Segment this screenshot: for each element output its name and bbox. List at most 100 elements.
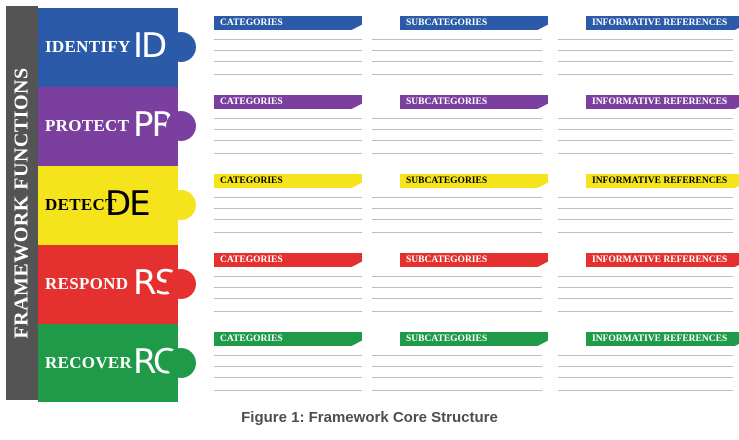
entry-line [372,129,542,130]
column-header-tab: SUBCATEGORIES [400,174,548,188]
function-panel-recover: CATEGORIES SUBCATEGORIES INFORMATIVE REFER… [178,324,739,402]
column-header-tab: CATEGORIES [214,95,362,109]
entry-line [558,39,733,40]
entry-line [558,61,733,62]
column-header-tab: INFORMATIVE REFERENCES [586,174,739,188]
entry-line [372,377,542,378]
entry-line [372,311,542,312]
entry-line [214,390,362,391]
entry-line [372,232,542,233]
entry-line [372,219,542,220]
function-name: IDENTIFY [45,37,131,56]
entry-line [214,129,362,130]
column-header-tab: SUBCATEGORIES [400,16,548,30]
function-panel-identify: CATEGORIES SUBCATEGORIES INFORMATIVE REFER… [178,8,739,86]
entry-line [214,197,362,198]
functions-side-label: FRAMEWORK FUNCTIONS [10,67,33,339]
entry-line [372,197,542,198]
column-header-tab: SUBCATEGORIES [400,253,548,267]
entry-line [372,298,542,299]
entry-line [372,276,542,277]
entry-line [558,276,733,277]
function-panel-protect: CATEGORIES SUBCATEGORIES INFORMATIVE REFER… [178,87,739,165]
function-panel-respond: CATEGORIES SUBCATEGORIES INFORMATIVE REFER… [178,245,739,323]
entry-line [558,50,733,51]
entry-line [558,74,733,75]
column-header-tab: INFORMATIVE REFERENCES [586,253,739,267]
function-name: PROTECT [45,116,130,135]
puzzle-connector-icon [166,269,196,299]
entry-line [372,61,542,62]
function-name: RESPOND [45,274,129,293]
entry-line [372,390,542,391]
entry-line [558,355,733,356]
entry-line [214,61,362,62]
entry-line [558,197,733,198]
entry-line [372,208,542,209]
puzzle-connector-icon [166,348,196,378]
entry-line [558,118,733,119]
entry-line [558,153,733,154]
entry-line [214,118,362,119]
entry-line [214,232,362,233]
entry-line [558,140,733,141]
column-header-tab: INFORMATIVE REFERENCES [586,332,739,346]
entry-line [214,219,362,220]
entry-line [214,377,362,378]
entry-line [558,311,733,312]
function-name: RECOVER [45,353,133,372]
entry-line [214,208,362,209]
entry-line [558,232,733,233]
entry-line [214,311,362,312]
entry-line [214,153,362,154]
column-header-tab: CATEGORIES [214,16,362,30]
entry-line [558,298,733,299]
column-header-tab: SUBCATEGORIES [400,95,548,109]
entry-line [558,377,733,378]
entry-line [372,153,542,154]
entry-line [372,74,542,75]
function-abbreviation: DE [105,184,151,224]
column-header-tab: CATEGORIES [214,174,362,188]
entry-line [214,50,362,51]
function-abbreviation: ID [133,26,167,66]
column-header-tab: SUBCATEGORIES [400,332,548,346]
entry-line [558,219,733,220]
entry-line [558,287,733,288]
entry-line [372,39,542,40]
entry-line [372,355,542,356]
figure-caption: Figure 1: Framework Core Structure [241,409,498,426]
entry-line [558,390,733,391]
entry-line [372,287,542,288]
column-header-tab: CATEGORIES [214,253,362,267]
function-name: DETECT [45,195,117,214]
entry-line [372,118,542,119]
puzzle-connector-icon [166,32,196,62]
entry-line [214,276,362,277]
column-header-tab: INFORMATIVE REFERENCES [586,16,739,30]
entry-line [558,208,733,209]
puzzle-connector-icon [166,190,196,220]
entry-line [214,39,362,40]
entry-line [214,298,362,299]
entry-line [214,366,362,367]
entry-line [558,129,733,130]
entry-line [372,140,542,141]
entry-line [372,50,542,51]
puzzle-connector-icon [166,111,196,141]
entry-line [372,366,542,367]
function-panel-detect: CATEGORIES SUBCATEGORIES INFORMATIVE REFER… [178,166,739,244]
column-header-tab: CATEGORIES [214,332,362,346]
entry-line [558,366,733,367]
entry-line [214,287,362,288]
entry-line [214,355,362,356]
entry-line [214,140,362,141]
column-header-tab: INFORMATIVE REFERENCES [586,95,739,109]
functions-side-bar [6,6,38,400]
